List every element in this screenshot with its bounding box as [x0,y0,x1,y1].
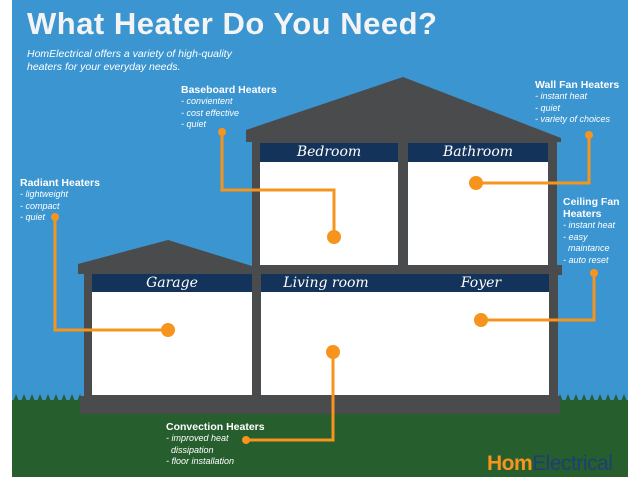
room-living-foyer [261,292,549,395]
heater-title: Ceiling Fan [563,196,620,208]
heater-feature: - instant heat [563,220,616,230]
heater-feature: - auto reset [563,254,609,265]
heater-feature: - improved heat [166,433,229,443]
heater-feature: maintance [568,243,610,253]
ceiling-fan-start-dot [590,269,598,277]
baseboard-connector [220,132,336,237]
wall-fan-start-dot [585,131,593,139]
heater-title: Baseboard Heaters [181,84,277,96]
main-roof [246,77,561,142]
heater-feature: - quiet [181,119,207,129]
radiant-heaters-label: Radiant Heaters - lightweight - compact … [20,177,100,224]
room-header-garage: Garage [92,274,252,293]
heater-feature: - convientent [181,96,233,106]
ceiling-fan-heaters-label: Ceiling Fan Heaters - instant heat - eas… [563,196,620,266]
heater-feature: - variety of choices [535,114,611,124]
room-label-foyer: Foyer [460,275,502,291]
heater-feature: - lightweight [20,189,69,199]
convection-end-dot [242,436,250,444]
homelectrical-logo: HomElectrical [487,452,613,476]
heater-feature: - cost effective [181,107,240,118]
room-header-bathroom: Bathroom [408,143,548,162]
heater-feature: - quiet [20,212,46,222]
subtitle: HomElectrical offers a variety of high-q… [27,48,232,73]
room-header-living-foyer: Living room Foyer [261,274,549,293]
heater-feature: - easy [563,231,588,242]
heater-feature: - compact [20,200,60,211]
room-garage [92,292,252,395]
room-bedroom [260,162,398,265]
room-header-bedroom: Bedroom [260,143,398,162]
convection-connector [246,352,335,442]
wall-fan-connector [476,135,591,185]
heater-feature: - floor installation [166,456,235,466]
radiant-connector [53,217,168,332]
heater-feature: - instant heat [535,91,588,101]
heater-feature: - quiet [535,102,561,113]
heater-title: Convection Heaters [166,421,265,433]
logo-part-electrical: Electrical [532,452,613,475]
foundation [80,396,560,414]
foyer-dot [474,313,488,327]
wall-fan-heaters-label: Wall Fan Heaters - instant heat - quiet … [535,79,619,126]
heater-title: Heaters [563,208,602,220]
room-label-living-room: Living room [283,275,369,291]
heater-feature: dissipation [171,444,214,455]
garage-roof [78,240,252,274]
bedroom-dot [327,230,341,244]
living-room-dot [326,345,340,359]
heater-title: Radiant Heaters [20,177,100,189]
bathroom-dot [469,176,483,190]
ceiling-fan-connector [481,273,596,322]
convection-heaters-label: Convection Heaters - improved heat dissi… [166,421,265,468]
garage-dot [161,323,175,337]
logo-part-hom: Hom [487,452,533,475]
heater-title: Wall Fan Heaters [535,79,620,91]
page-title: What Heater Do You Need? [27,6,438,41]
radiant-start-dot [51,213,59,221]
baseboard-heaters-label: Baseboard Heaters - convientent - cost e… [181,84,277,131]
baseboard-start-dot [218,128,226,136]
